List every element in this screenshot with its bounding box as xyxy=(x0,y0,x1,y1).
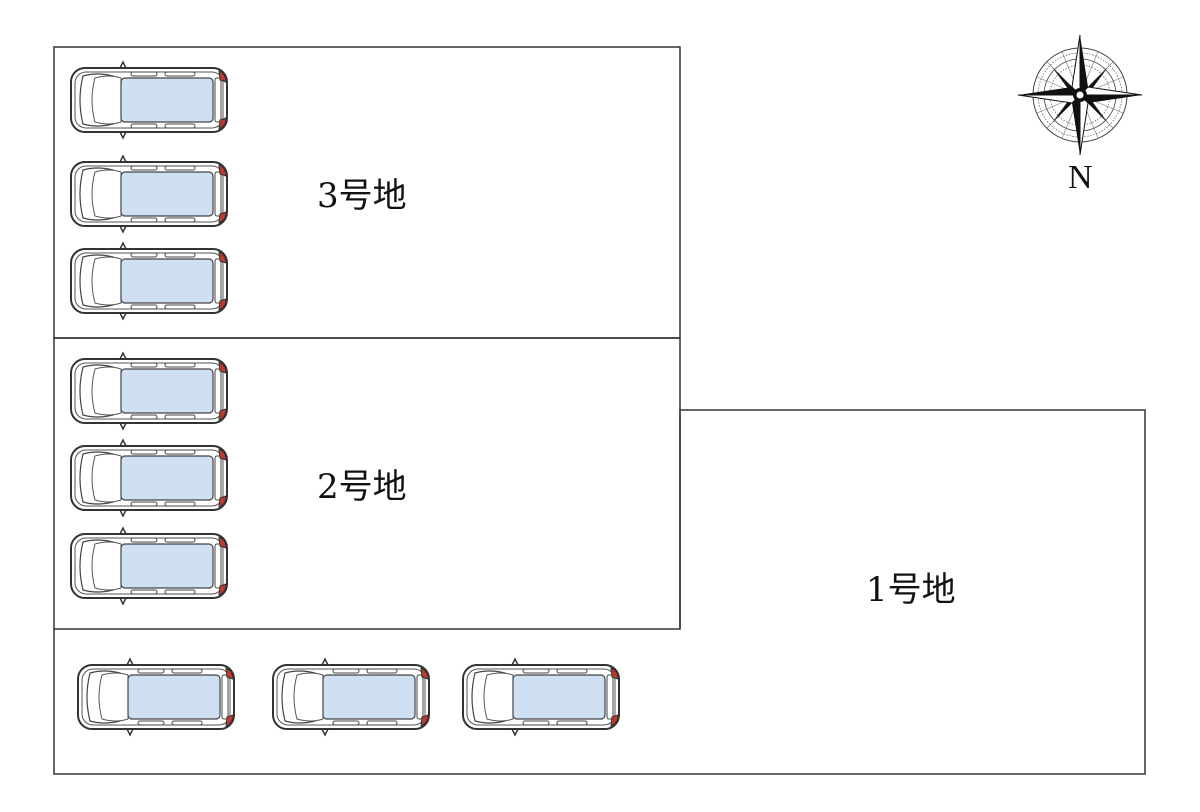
car-icon xyxy=(70,352,228,430)
north-label: N xyxy=(1068,159,1093,196)
car-icon xyxy=(77,658,235,736)
car-icon xyxy=(70,155,228,233)
compass-rose-icon xyxy=(1017,34,1143,156)
car-icon xyxy=(70,527,228,605)
car-icon xyxy=(462,658,620,736)
car-icon xyxy=(70,242,228,320)
car-icon xyxy=(70,61,228,139)
lot-1-boundary xyxy=(53,409,1146,775)
lot-2-label: 2号地 xyxy=(317,467,407,507)
car-icon xyxy=(272,658,430,736)
car-icon xyxy=(70,439,228,517)
lot-1-label: 1号地 xyxy=(866,570,956,610)
lot-3-label: 3号地 xyxy=(317,176,407,216)
